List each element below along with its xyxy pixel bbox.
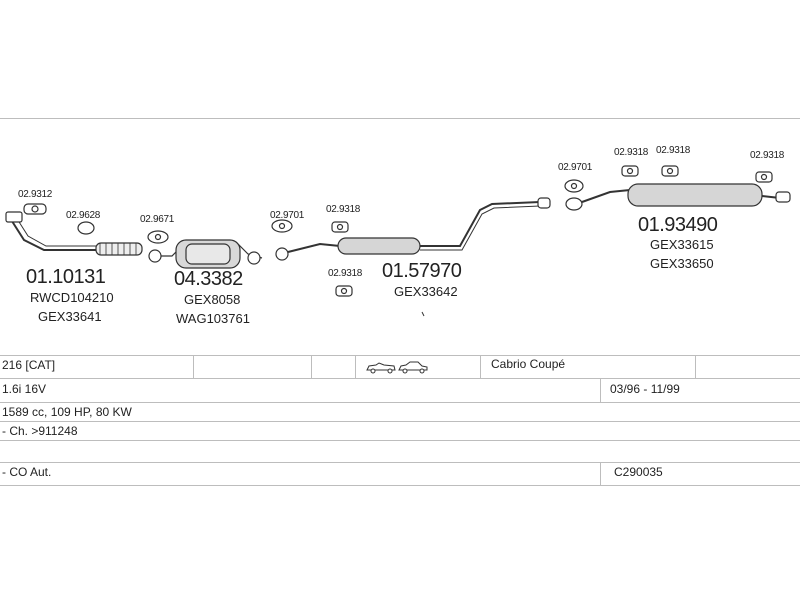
- cabrio-coupe-icon: [366, 361, 428, 374]
- catalytic-converter: [148, 239, 263, 269]
- part-label-s9: 02.9318: [656, 145, 691, 156]
- part-label-s2: 02.9628: [66, 210, 101, 221]
- clamp-s6: [335, 285, 353, 297]
- part-code-p3: 01.57970: [382, 260, 462, 282]
- part-label-s1: 02.9312: [18, 189, 53, 200]
- part-ref-p4-1: GEX33615: [650, 237, 714, 252]
- part-label-s6: 02.9318: [328, 268, 363, 279]
- clamp-s5: [331, 221, 349, 233]
- part-ref-p3-1: GEX33642: [394, 284, 458, 299]
- part-label-s8: 02.9318: [614, 147, 649, 158]
- engine-cell: 1.6i 16V: [2, 382, 47, 396]
- option-cell: - CO Aut.: [2, 465, 52, 479]
- rear-silencer: [565, 183, 791, 211]
- clamp-s8: [621, 165, 639, 177]
- part-ref-p2-2: WAG103761: [176, 311, 250, 326]
- specs-cell: 1589 cc, 109 HP, 80 KW: [2, 405, 132, 419]
- gasket-s4: [271, 219, 293, 233]
- part-ref-p1-2: GEX33641: [38, 309, 102, 324]
- body-style-cell: Cabrio Coupé: [491, 357, 566, 371]
- gasket-s7: [564, 179, 584, 193]
- frame-top-line: [0, 118, 800, 119]
- clamp-s9: [661, 165, 679, 177]
- chassis-cell: - Ch. >911248: [2, 424, 78, 438]
- part-code-p2: 04.3382: [174, 268, 243, 290]
- part-label-s7: 02.9701: [558, 162, 593, 173]
- part-code-p4: 01.93490: [638, 214, 718, 236]
- part-label-s3: 02.9671: [140, 214, 175, 225]
- part-label-s10: 02.9318: [750, 150, 785, 161]
- part-label-s4: 02.9701: [270, 210, 305, 221]
- model-cell: 216 [CAT]: [2, 358, 56, 372]
- part-ref-p4-2: GEX33650: [650, 256, 714, 271]
- part-ref-p1-1: RWCD104210: [30, 290, 114, 305]
- gasket-s3: [147, 230, 169, 244]
- front-pipe: [5, 211, 143, 256]
- clamp-s10: [755, 171, 773, 183]
- part-ref-p2-1: GEX8058: [184, 292, 241, 307]
- gasket-s2: [77, 221, 95, 235]
- part-label-s5: 02.9318: [326, 204, 361, 215]
- part-code-p1: 01.10131: [26, 266, 106, 288]
- gasket-s1: [23, 203, 47, 215]
- ref-code-cell: C290035: [614, 465, 663, 479]
- date-range-cell: 03/96 - 11/99: [610, 382, 680, 396]
- middle-silencer: [275, 197, 551, 261]
